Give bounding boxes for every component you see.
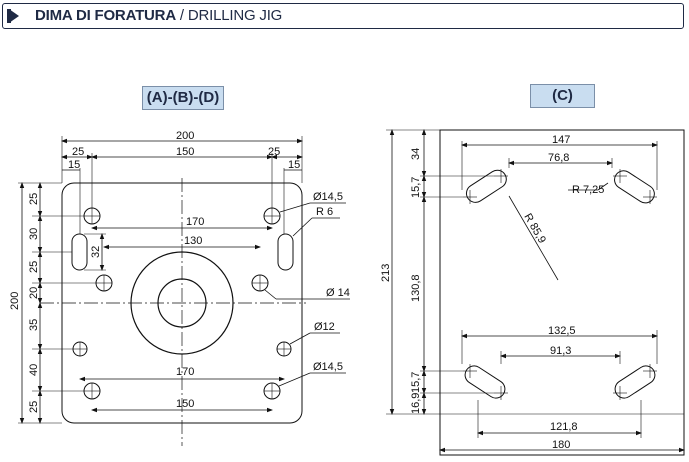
dim-radius-7-25: R 7,25 (572, 184, 604, 196)
dim-15-right: 15 (288, 159, 300, 171)
dim-130: 130 (184, 235, 202, 247)
center-ring-outer (130, 251, 234, 355)
slot-left (71, 233, 88, 271)
dim-16-9: 16,9 (410, 393, 422, 414)
dim-91-3: 91,3 (550, 345, 571, 357)
dim-76-8: 76,8 (548, 152, 569, 164)
dim-v-20: 20 (28, 287, 40, 299)
slot-c-top-right (614, 170, 655, 204)
dim-15-7-bottom: 15,7 (410, 372, 422, 393)
dim-147: 147 (552, 134, 570, 146)
title-english: DRILLING JIG (187, 7, 283, 24)
dim-radius-6: R 6 (316, 206, 333, 218)
dim-v-25-b: 25 (28, 261, 40, 273)
dim-130-8: 130,8 (410, 274, 422, 302)
dim-diameter-14-5-top: Ø14,5 (313, 191, 343, 203)
plate-c-outline (439, 129, 685, 456)
dim-170-bottom: 170 (176, 366, 194, 378)
slot-c-top-left (465, 169, 507, 203)
left-view (18, 136, 350, 446)
dim-v-40: 40 (28, 364, 40, 376)
dim-121-8: 121,8 (550, 421, 578, 433)
title-italian: DIMA DI FORATURA (35, 7, 176, 24)
center-bore (157, 278, 207, 328)
slot-right (277, 233, 294, 271)
dim-132-5: 132,5 (548, 325, 576, 337)
dim-25-top-left: 25 (72, 146, 84, 158)
view-label-c: (C) (530, 84, 595, 108)
dim-v-25-a: 25 (28, 193, 40, 205)
right-view-dimensions: 147 76,8 R 7,25 132,5 91,3 121,8 180 R 8… (380, 134, 604, 451)
section-header: DIMA DI FORATURA / DRILLING JIG (2, 3, 684, 29)
dim-diameter-14: Ø 14 (326, 287, 350, 299)
right-view (386, 129, 685, 456)
title-separator: / (175, 7, 188, 24)
dim-15-left: 15 (68, 159, 80, 171)
slot-c-bottom-right (614, 365, 656, 399)
radius-85-9-leader (508, 195, 559, 281)
section-title: DIMA DI FORATURA / DRILLING JIG (35, 7, 282, 25)
dim-diameter-12: Ø12 (314, 321, 335, 333)
view-label-abd: (A)-(B)-(D) (142, 86, 224, 110)
dim-radius-85-9: R 85,9 (521, 212, 548, 246)
dim-34: 34 (410, 148, 422, 160)
dim-180: 180 (552, 439, 570, 451)
dim-213: 213 (380, 264, 392, 282)
dim-diameter-14-5-bottom: Ø14,5 (313, 361, 343, 373)
dim-v-35: 35 (28, 319, 40, 331)
dim-15-7-top: 15,7 (410, 177, 422, 198)
dim-v-30: 30 (28, 228, 40, 240)
header-arrow-icon (9, 9, 19, 23)
dim-v-25-c: 25 (28, 401, 40, 413)
slot-c-bottom-left (464, 365, 506, 399)
dim-150-top: 150 (176, 146, 194, 158)
left-view-dimensions: 200 25 150 25 15 15 Ø14,5 R 6 170 130 Ø … (9, 130, 350, 413)
dim-32: 32 (90, 246, 102, 258)
dim-200-width: 200 (176, 130, 194, 142)
dim-200-height: 200 (9, 292, 21, 310)
dim-150-bottom: 150 (176, 398, 194, 410)
dim-170-top: 170 (186, 216, 204, 228)
dim-25-top-right: 25 (268, 146, 280, 158)
